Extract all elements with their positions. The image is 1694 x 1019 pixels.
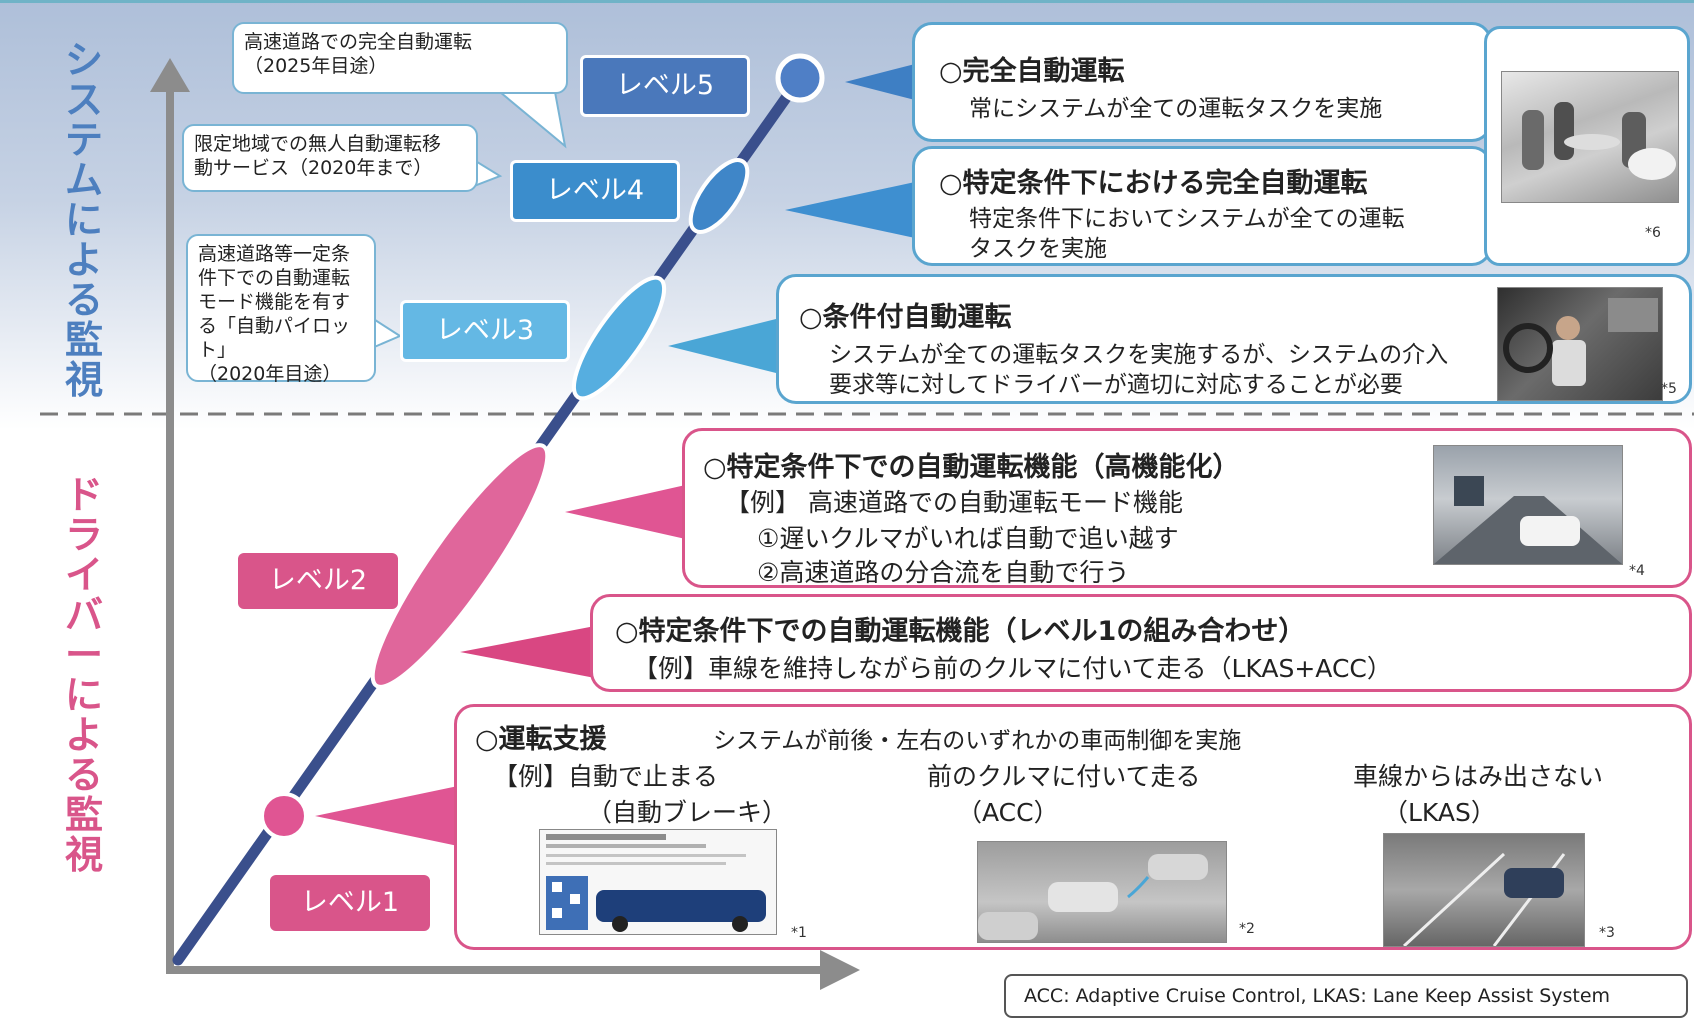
callout-level3-line5: （2020年目途） <box>198 363 342 385</box>
driver-monitoring-label: ドライバーによる監視 <box>64 473 103 877</box>
level2-advanced-item1: ①遅いクルマがいれば自動で追い越す <box>757 524 1179 553</box>
highway-illustration <box>1434 476 1622 564</box>
level4-text-line2: タスクを実施 <box>969 236 1107 262</box>
acc-image <box>977 841 1227 943</box>
level2-badge: レベル2 <box>238 553 398 609</box>
callout-level5-line1: 高速道路での完全自動運転 <box>244 31 473 53</box>
photo-note-1: *1 <box>791 925 807 941</box>
level3-title: ○条件付自動運転 <box>799 302 1012 333</box>
callout-level5-line2: （2025年目途） <box>244 55 388 77</box>
level1-title: ○運転支援 <box>475 724 607 755</box>
pointer-level3 <box>668 318 780 374</box>
level1-example2-line1: 前のクルマに付いて走る <box>927 762 1201 791</box>
top-rule <box>0 0 1694 3</box>
callout-level4-line1: 限定地域での無人自動運転移 <box>194 133 442 155</box>
photo-note-3: *3 <box>1599 925 1615 941</box>
level3-text-line2: 要求等に対してドライバーが適切に対応することが必要 <box>829 372 1403 398</box>
level1-example2-line2: （ACC） <box>957 798 1059 827</box>
callout-level4-line2: 動サービス（2020年まで） <box>194 157 433 179</box>
level5-description-box: ○完全自動運転 常にシステムが全ての運転タスクを実施 <box>912 22 1492 142</box>
lkas-illustration <box>1402 852 1566 948</box>
level1-description: システムが前後・左右のいずれかの車両制御を実施 <box>713 728 1242 754</box>
pointer-level5 <box>845 64 915 100</box>
level1-example1-line2: （自動ブレーキ） <box>587 798 788 827</box>
callout-level5: 高速道路での完全自動運転 （2025年目途） <box>232 22 568 94</box>
level2-advanced-box: ○特定条件下での自動運転機能（高機能化） 【例】 高速道路での自動運転モード機能… <box>682 428 1692 588</box>
level5-badge: レベル5 <box>580 55 750 117</box>
pointer-level4 <box>785 182 915 238</box>
callout-level4: 限定地域での無人自動運転移 動サービス（2020年まで） <box>182 124 478 192</box>
pointer-level2a <box>565 484 690 540</box>
driver-cabin-photo <box>1497 287 1663 401</box>
level3-ellipse <box>571 275 667 401</box>
level2-advanced-item2: ②高速道路の分合流を自動で行う <box>757 558 1130 587</box>
lkas-image <box>1383 833 1585 948</box>
callout-level3-line3: モード機能を有す <box>198 291 351 313</box>
level3-description-box: ○条件付自動運転 システムが全ての運転タスクを実施するが、システムの介入 要求等… <box>776 274 1692 404</box>
photo-note-5: *5 <box>1661 381 1677 397</box>
level2-combination-box: ○特定条件下での自動運転機能（レベル1の組み合わせ） 【例】車線を維持しながら前… <box>590 594 1692 692</box>
system-monitoring-label: システムによる監視 <box>64 38 103 402</box>
callout3-tail <box>371 316 403 350</box>
level1-badge: レベル1 <box>270 875 430 931</box>
photo-note-4: *4 <box>1629 563 1645 579</box>
highway-overtake-photo <box>1433 445 1623 565</box>
autonomous-lounge-photo <box>1501 71 1679 203</box>
level3-text-line1: システムが全ての運転タスクを実施するが、システムの介入 <box>829 342 1449 368</box>
level2-combination-title: ○特定条件下での自動運転機能（レベル1の組み合わせ） <box>615 616 1306 647</box>
acc-illustration <box>978 854 1208 940</box>
x-axis-arrowhead <box>820 950 860 990</box>
callout-level3-line4: る「自動パイロット」 <box>198 315 351 361</box>
callout-level3-line2: 件下での自動運転 <box>198 267 351 289</box>
level5-text: 常にシステムが全ての運転タスクを実施 <box>969 96 1383 122</box>
auto-brake-illustration <box>546 834 766 932</box>
driver-cabin-illustration <box>1503 298 1658 386</box>
level1-example3-line2: （LKAS） <box>1383 798 1496 827</box>
photo-note-6: *6 <box>1645 225 1661 241</box>
lounge-photo-illustration <box>1522 102 1676 180</box>
level4-text-line1: 特定条件下においてシステムが全ての運転 <box>969 206 1405 232</box>
level4-description-box: ○特定条件下における完全自動運転 特定条件下においてシステムが全ての運転 タスク… <box>912 146 1492 266</box>
level5-circle <box>775 53 825 103</box>
level1-example1-line1: 【例】自動で止まる <box>493 762 719 791</box>
level2-combination-example: 【例】車線を維持しながら前のクルマに付いて走る（LKAS+ACC） <box>633 654 1392 683</box>
level1-example3-line1: 車線からはみ出さない <box>1353 762 1604 791</box>
level2-advanced-example: 【例】 高速道路での自動運転モード機能 <box>725 488 1183 517</box>
level4-title: ○特定条件下における完全自動運転 <box>939 168 1368 199</box>
photo-note-2: *2 <box>1239 921 1255 937</box>
callout5-tail <box>497 91 567 149</box>
level1-circle <box>260 792 308 840</box>
auto-brake-ad-image <box>539 829 777 935</box>
level4-ellipse <box>688 158 750 234</box>
level1-description-box: ○運転支援 システムが前後・左右のいずれかの車両制御を実施 【例】自動で止まる … <box>454 704 1692 950</box>
level2-advanced-title: ○特定条件下での自動運転機能（高機能化） <box>703 452 1240 483</box>
level45-photo-panel: *6 <box>1484 26 1690 266</box>
callout-level3-line1: 高速道路等一定条 <box>198 243 351 265</box>
level5-title: ○完全自動運転 <box>939 56 1125 87</box>
abbreviations-legend: ACC: Adaptive Cruise Control, LKAS: Lane… <box>1004 974 1688 1018</box>
pointer-level2b <box>460 626 595 678</box>
callout-level3: 高速道路等一定条 件下での自動運転 モード機能を有す る「自動パイロット」 （2… <box>186 234 376 385</box>
y-axis-arrowhead <box>150 58 190 92</box>
pointer-level1 <box>315 786 458 846</box>
level4-badge: レベル4 <box>510 160 680 222</box>
level3-badge: レベル3 <box>400 300 570 362</box>
level2-ellipse <box>370 443 550 689</box>
